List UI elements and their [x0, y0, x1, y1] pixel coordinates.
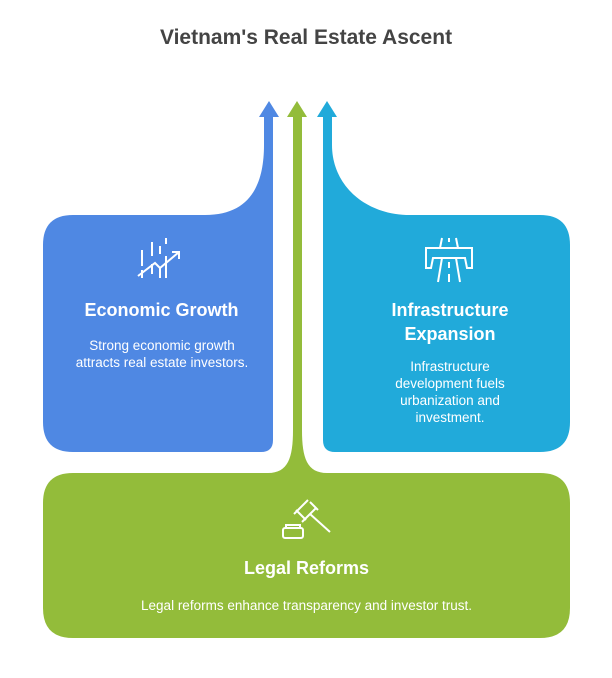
- diagram-title: Vietnam's Real Estate Ascent: [159, 26, 453, 49]
- gavel-icon: [282, 499, 331, 539]
- legal-reforms-shape: [43, 101, 570, 638]
- infrastructure-expansion-shape: [317, 101, 570, 452]
- infrastructure-expansion-heading: Infrastructure Expansion: [391, 300, 509, 344]
- economic-growth-description: Strong economic growth attracts real est…: [75, 338, 249, 370]
- legal-reforms-description: Legal reforms enhance transparency and i…: [141, 598, 472, 613]
- infrastructure-expansion-description: Infrastructure development fuels urbaniz…: [395, 359, 505, 425]
- chart-growth-icon: [137, 238, 180, 278]
- economic-growth-heading: Economic Growth: [84, 300, 239, 320]
- legal-reforms-heading: Legal Reforms: [243, 558, 370, 578]
- highway-icon: [425, 237, 473, 283]
